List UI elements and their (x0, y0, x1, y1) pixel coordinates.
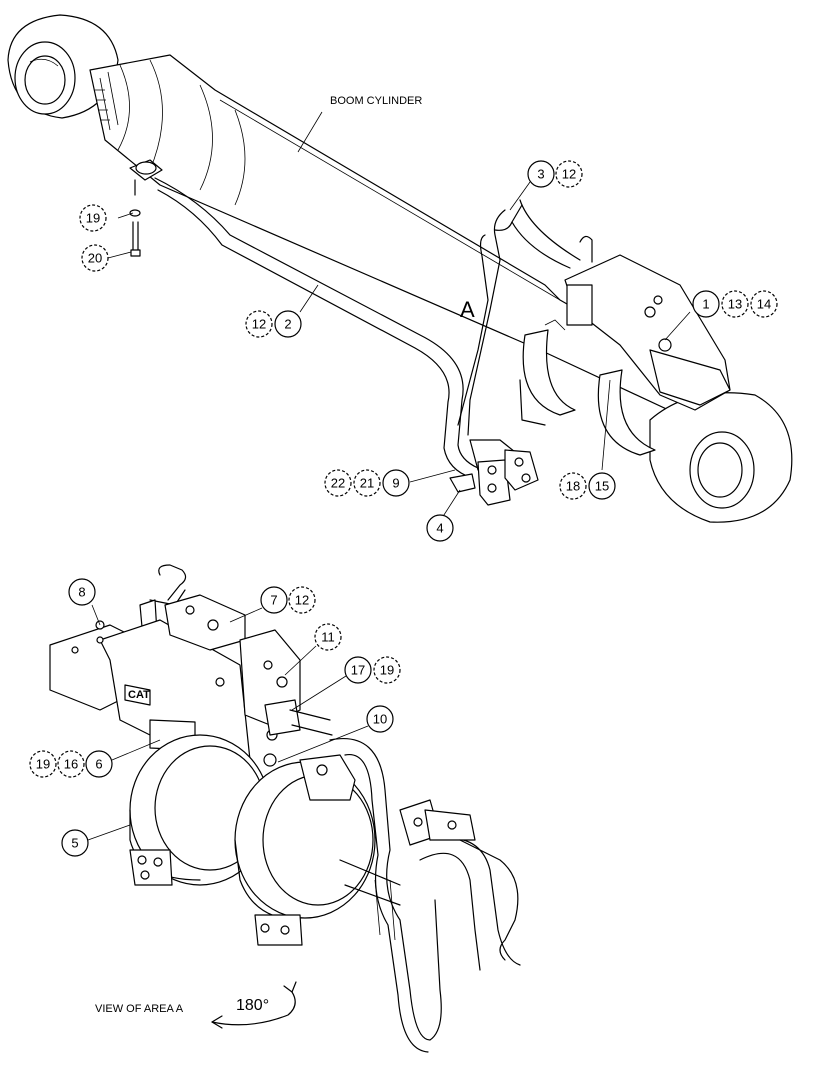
svg-text:CAT: CAT (128, 689, 150, 701)
view-of-area-a: CAT (49, 564, 521, 1053)
rotation-label: 180° (236, 997, 269, 1014)
callout-21: 21 (353, 469, 381, 497)
callout-22: 22 (324, 469, 352, 497)
callout-2: 2 (274, 310, 302, 338)
lower-tubes (329, 738, 521, 1053)
callout-12-c: 12 (288, 586, 316, 614)
callout-7: 7 (260, 586, 288, 614)
callout-9: 9 (382, 469, 410, 497)
svg-text:20: 20 (88, 251, 102, 266)
callout-15: 15 (588, 472, 616, 500)
svg-text:11: 11 (321, 630, 335, 645)
labels: BOOM CYLINDER A VIEW OF AREA A 180° (95, 95, 475, 1015)
svg-text:22: 22 (331, 476, 345, 491)
callout-3: 3 (527, 160, 555, 188)
callout-19-b: 19 (373, 656, 401, 684)
callout-5: 5 (61, 829, 89, 857)
callout-20: 20 (81, 244, 109, 272)
svg-text:16: 16 (64, 757, 78, 772)
cylinder-barrel (89, 54, 701, 421)
svg-text:12: 12 (562, 167, 576, 182)
boom-cylinder-label: BOOM CYLINDER (330, 95, 422, 107)
boom-cylinder-assembly (7, 14, 793, 523)
view-caption: VIEW OF AREA A (95, 1003, 184, 1015)
svg-text:3: 3 (537, 167, 544, 182)
svg-text:15: 15 (595, 479, 609, 494)
callout-10: 10 (366, 705, 394, 733)
svg-text:13: 13 (728, 297, 742, 312)
svg-text:8: 8 (78, 585, 85, 600)
svg-text:1: 1 (702, 297, 709, 312)
callout-16: 16 (57, 750, 85, 778)
valve-block-upper (564, 235, 731, 411)
callout-4: 4 (426, 514, 454, 542)
callout-18: 18 (559, 472, 587, 500)
callout-17: 17 (344, 656, 372, 684)
svg-text:5: 5 (71, 836, 78, 851)
bolt-mount-upper (129, 159, 163, 257)
callout-12-b: 12 (245, 310, 273, 338)
tube-2 (154, 177, 479, 479)
callout-1: 1 (692, 290, 720, 318)
svg-text:19: 19 (86, 211, 100, 226)
svg-text:17: 17 (351, 663, 365, 678)
callout-11: 11 (314, 623, 342, 651)
svg-text:4: 4 (436, 521, 443, 536)
svg-text:12: 12 (295, 593, 309, 608)
callout-12-a: 12 (555, 160, 583, 188)
rotation-arrow-icon (211, 981, 297, 1029)
tube-3 (457, 199, 581, 436)
clamp-ring-5 (129, 734, 271, 886)
svg-text:19: 19 (36, 757, 50, 772)
svg-text:21: 21 (360, 476, 374, 491)
flange-fittings (449, 379, 546, 506)
svg-text:10: 10 (373, 712, 387, 727)
rod-eye (7, 14, 119, 119)
svg-text:9: 9 (392, 476, 399, 491)
clamp-ring-right (234, 754, 376, 946)
callouts: 1 13 14 3 12 19 20 12 2 22 21 9 4 18 15 … (29, 160, 778, 857)
clamp-bands (522, 319, 656, 456)
svg-text:14: 14 (757, 297, 771, 312)
svg-text:18: 18 (566, 479, 580, 494)
callout-19-c: 19 (29, 750, 57, 778)
svg-text:19: 19 (380, 663, 394, 678)
callout-19-a: 19 (79, 204, 107, 232)
callout-6: 6 (85, 750, 113, 778)
svg-text:12: 12 (252, 317, 266, 332)
svg-text:7: 7 (270, 593, 277, 608)
head-eye (649, 392, 793, 523)
callout-8: 8 (68, 578, 96, 606)
leader-lines (87, 181, 691, 841)
callout-13: 13 (721, 290, 749, 318)
svg-text:2: 2 (284, 317, 291, 332)
svg-text:6: 6 (95, 757, 102, 772)
area-a-marker: A (460, 297, 475, 322)
callout-14: 14 (750, 290, 778, 318)
